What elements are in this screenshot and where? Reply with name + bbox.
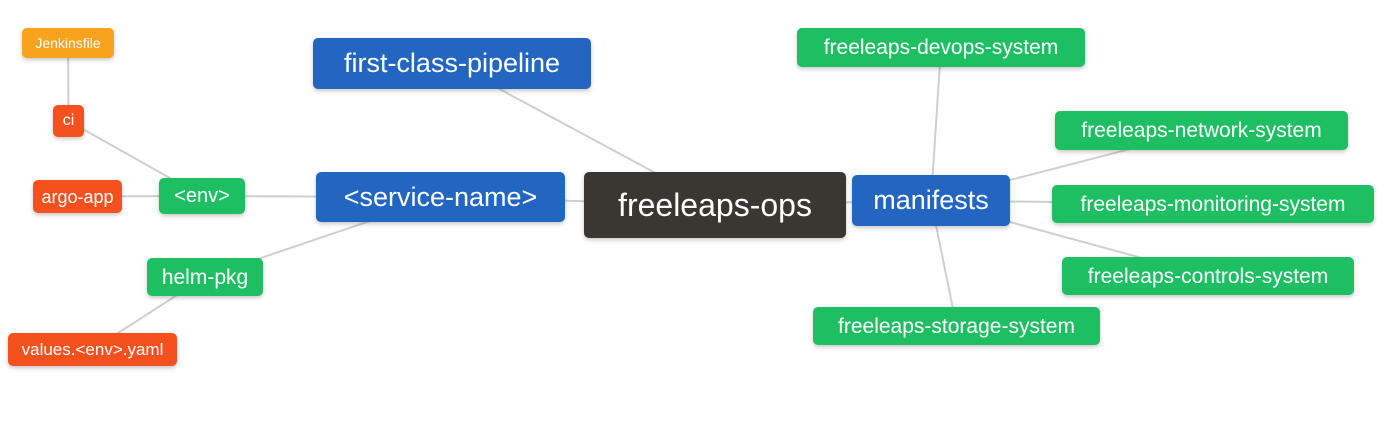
node-env[interactable]: <env> xyxy=(159,178,245,214)
node-label: freeleaps-controls-system xyxy=(1087,264,1329,288)
node-label: helm-pkg xyxy=(161,265,249,289)
node-label: <env> xyxy=(174,185,230,207)
node-label: freeleaps-storage-system xyxy=(838,314,1075,338)
node-freeleaps-ops[interactable]: freeleaps-ops xyxy=(584,172,846,238)
node-label: Jenkinsfile xyxy=(35,35,101,51)
node-label: values.<env>.yaml xyxy=(21,340,164,359)
node-ci[interactable]: ci xyxy=(53,105,84,137)
node-label: freeleaps-devops-system xyxy=(823,36,1059,59)
node-label: freeleaps-ops xyxy=(618,187,812,223)
node-label: freeleaps-monitoring-system xyxy=(1080,192,1346,216)
node-label: ci xyxy=(62,112,75,129)
node-values-env-yaml[interactable]: values.<env>.yaml xyxy=(8,333,177,366)
node-controls-system[interactable]: freeleaps-controls-system xyxy=(1062,257,1354,295)
node-first-class-pipeline[interactable]: first-class-pipeline xyxy=(313,38,591,89)
node-storage-system[interactable]: freeleaps-storage-system xyxy=(813,307,1100,345)
node-jenkinsfile[interactable]: Jenkinsfile xyxy=(22,28,114,58)
node-argo-app[interactable]: argo-app xyxy=(33,180,122,213)
node-network-system[interactable]: freeleaps-network-system xyxy=(1055,111,1348,150)
node-helm-pkg[interactable]: helm-pkg xyxy=(147,258,263,296)
node-label: manifests xyxy=(873,185,989,215)
node-devops-system[interactable]: freeleaps-devops-system xyxy=(797,28,1085,67)
node-monitoring-system[interactable]: freeleaps-monitoring-system xyxy=(1052,185,1374,223)
node-label: argo-app xyxy=(41,186,114,207)
node-label: <service-name> xyxy=(343,181,538,212)
node-manifests[interactable]: manifests xyxy=(852,175,1010,226)
node-service-name[interactable]: <service-name> xyxy=(316,172,565,222)
node-label: first-class-pipeline xyxy=(343,48,561,78)
node-label: freeleaps-network-system xyxy=(1081,119,1322,142)
